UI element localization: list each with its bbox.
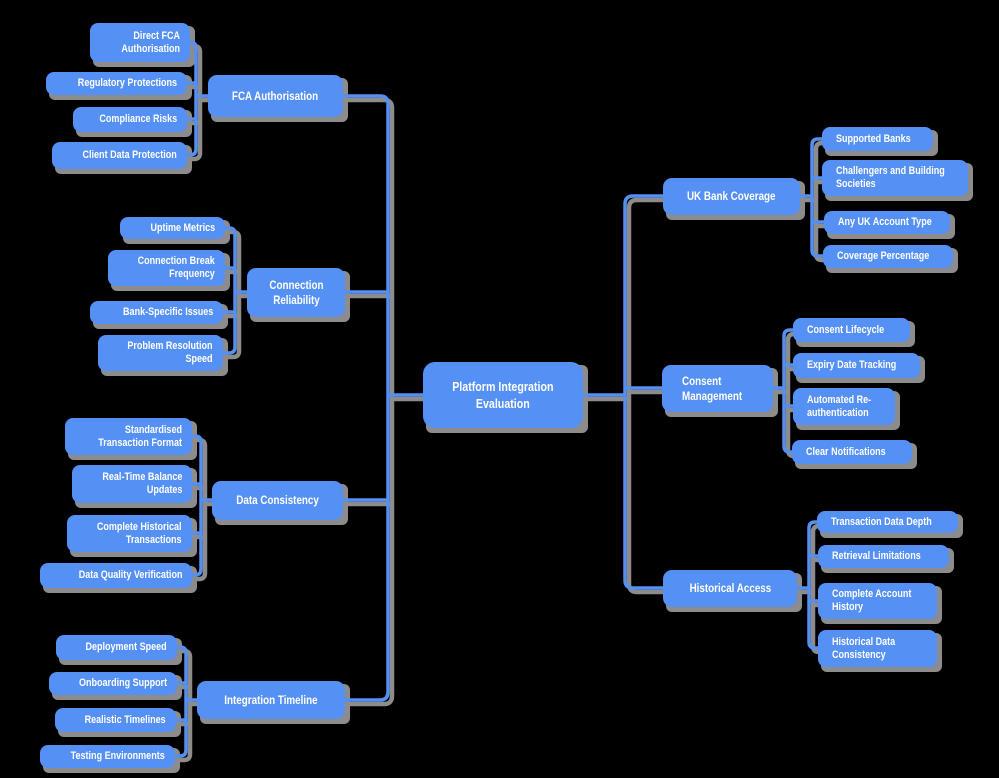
node-label: Testing Environments [70, 750, 165, 762]
node-label: Consent Management [682, 373, 743, 403]
leaf-connection-break-frequency[interactable]: Connection Break Frequency [108, 250, 225, 286]
leaf-uptime-metrics[interactable]: Uptime Metrics [120, 217, 225, 239]
leaf-supported-banks[interactable]: Supported Banks [822, 127, 933, 151]
node-fca-authorisation[interactable]: FCA Authorisation [208, 75, 343, 117]
node-connection-reliability[interactable]: Connection Reliability [247, 268, 345, 317]
node-label: Onboarding Support [78, 677, 167, 689]
node-label: Standardised Transaction Format [98, 423, 182, 449]
leaf-clear-notifications[interactable]: Clear Notifications [792, 440, 912, 464]
leaf-complete-account-history[interactable]: Complete Account History [818, 583, 937, 619]
node-data-consistency[interactable]: Data Consistency [212, 481, 343, 520]
leaf-any-uk-account-type[interactable]: Any UK Account Type [824, 211, 950, 234]
node-integration-timeline[interactable]: Integration Timeline [197, 681, 345, 719]
node-label: Client Data Protection [82, 149, 177, 161]
node-consent-management[interactable]: Consent Management [662, 365, 773, 412]
node-label: Regulatory Protections [77, 77, 177, 89]
node-label: Real-Time Balance Updates [101, 471, 182, 496]
node-label: Data Quality Verification [78, 569, 182, 581]
node-label: Historical Data Consistency [832, 635, 896, 661]
node-label: Transaction Data Depth [831, 515, 932, 528]
node-label: Connection Reliability [268, 277, 324, 307]
node-label: Realistic Timelines [84, 713, 166, 726]
leaf-automated-re-authentication[interactable]: Automated Re-authentication [793, 388, 895, 425]
node-label: Challengers and Building Societies [836, 165, 945, 190]
node-uk-bank-coverage[interactable]: UK Bank Coverage [663, 178, 800, 215]
node-label: Direct FCA Authorisation [121, 29, 180, 55]
leaf-historical-data-consistency[interactable]: Historical Data Consistency [818, 630, 937, 667]
node-label: Expiry Date Tracking [807, 359, 897, 371]
leaf-consent-lifecycle[interactable]: Consent Lifecycle [793, 318, 910, 342]
leaf-direct-fca-authorisation[interactable]: Direct FCA Authorisation [90, 23, 190, 62]
leaf-standardised-transaction-format[interactable]: Standardised Transaction Format [65, 418, 192, 455]
node-historical-access[interactable]: Historical Access [663, 570, 797, 607]
node-label: Bank-Specific Issues [122, 306, 213, 318]
node-label: Problem Resolution Speed [127, 340, 213, 365]
node-label: Data Consistency [236, 493, 319, 507]
node-label: Complete Historical Transactions [97, 520, 182, 546]
leaf-retrieval-limitations[interactable]: Retrieval Limitations [818, 545, 949, 568]
node-platform-integration-evaluation[interactable]: Platform Integration Evaluation [423, 362, 583, 428]
leaf-expiry-date-tracking[interactable]: Expiry Date Tracking [793, 353, 920, 378]
node-label: Automated Re-authentication [807, 393, 872, 419]
node-label: Retrieval Limitations [832, 550, 921, 562]
node-label: Coverage Percentage [837, 250, 930, 262]
leaf-transaction-data-depth[interactable]: Transaction Data Depth [817, 511, 958, 533]
leaf-complete-historical-transactions[interactable]: Complete Historical Transactions [67, 515, 192, 552]
node-label: Complete Account History [832, 588, 912, 613]
leaf-regulatory-protections[interactable]: Regulatory Protections [46, 72, 187, 95]
leaf-challengers-and-building-societies[interactable]: Challengers and Building Societies [822, 160, 968, 196]
leaf-onboarding-support[interactable]: Onboarding Support [49, 672, 177, 695]
node-label: Compliance Risks [99, 113, 177, 125]
leaf-realistic-timelines[interactable]: Realistic Timelines [55, 708, 176, 732]
node-label: Uptime Metrics [150, 221, 215, 234]
node-label: Supported Banks [836, 132, 911, 145]
node-label: Consent Lifecycle [807, 323, 885, 336]
leaf-real-time-balance-updates[interactable]: Real-Time Balance Updates [72, 465, 192, 503]
node-label: UK Bank Coverage [687, 189, 776, 203]
leaf-compliance-risks[interactable]: Compliance Risks [73, 107, 187, 132]
leaf-problem-resolution-speed[interactable]: Problem Resolution Speed [98, 335, 223, 371]
node-label: Historical Access [689, 581, 771, 595]
leaf-deployment-speed[interactable]: Deployment Speed [56, 635, 177, 660]
node-label: Any UK Account Type [838, 216, 932, 228]
node-label: Deployment Speed [85, 641, 167, 653]
leaf-data-quality-verification[interactable]: Data Quality Verification [40, 563, 192, 588]
node-label: Platform Integration Evaluation [452, 379, 554, 411]
leaf-client-data-protection[interactable]: Client Data Protection [52, 142, 187, 169]
node-label: Connection Break Frequency [137, 255, 215, 280]
node-label: Integration Timeline [224, 692, 318, 707]
leaf-testing-environments[interactable]: Testing Environments [40, 745, 175, 768]
node-label: Clear Notifications [806, 445, 886, 458]
node-label: FCA Authorisation [232, 88, 319, 103]
leaf-bank-specific-issues[interactable]: Bank-Specific Issues [90, 301, 223, 324]
leaf-coverage-percentage[interactable]: Coverage Percentage [823, 245, 953, 268]
